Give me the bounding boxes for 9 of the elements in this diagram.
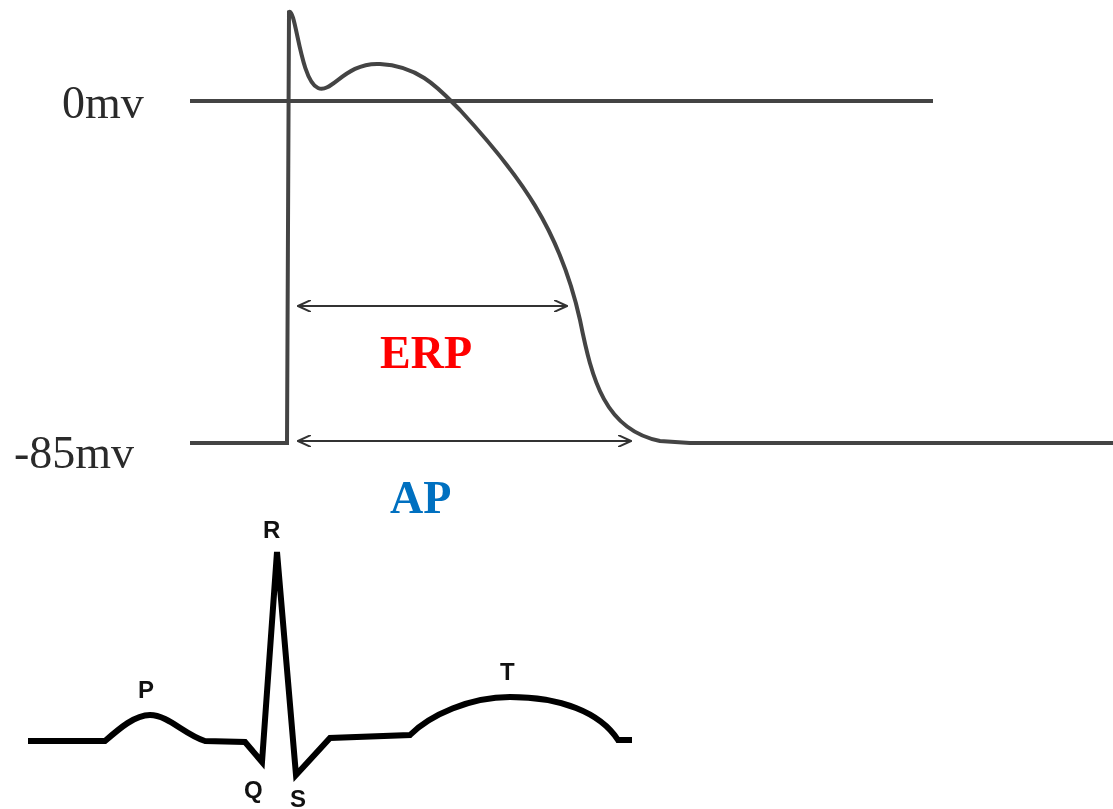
interval-label: ERP — [380, 330, 472, 376]
wave-label: S — [290, 787, 306, 809]
interval-label: AP — [390, 475, 452, 521]
wave-label: P — [138, 678, 154, 702]
axis-label: 0mv — [62, 80, 144, 126]
wave-label: T — [500, 660, 515, 684]
wave-label: Q — [244, 778, 263, 802]
axis-label: -85mv — [14, 430, 135, 476]
wave-label: R — [263, 518, 281, 542]
